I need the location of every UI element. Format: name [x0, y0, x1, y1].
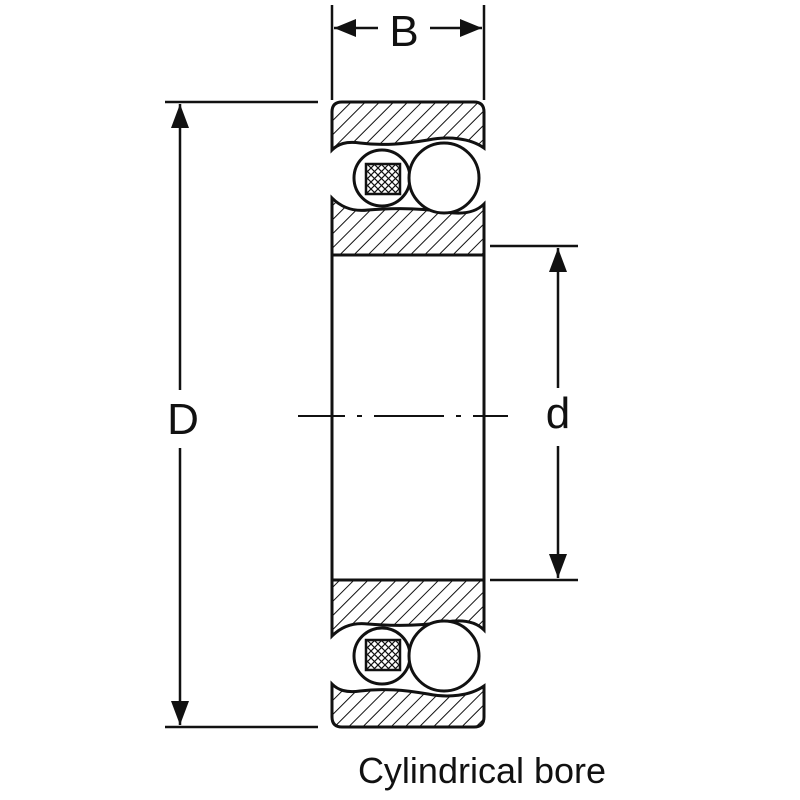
- outer-diameter-dimension: D: [165, 100, 318, 729]
- upper-ball-right: [407, 141, 481, 215]
- caption: Cylindrical bore: [358, 750, 606, 791]
- lower-ball-right: [407, 619, 481, 693]
- lower-cage: [364, 638, 402, 672]
- bore-diameter-dimension: d: [490, 244, 578, 582]
- upper-cage: [364, 162, 402, 196]
- width-label: B: [389, 7, 418, 56]
- upper-outer-ring: [330, 100, 486, 154]
- bore-diameter-label: d: [546, 389, 570, 438]
- lower-outer-ring: [330, 680, 486, 729]
- bore-walls: [330, 255, 486, 580]
- width-dimension: B: [330, 5, 486, 100]
- lower-bearing-section: [330, 578, 486, 729]
- outer-diameter-label: D: [167, 395, 199, 444]
- upper-bearing-section: [330, 100, 486, 257]
